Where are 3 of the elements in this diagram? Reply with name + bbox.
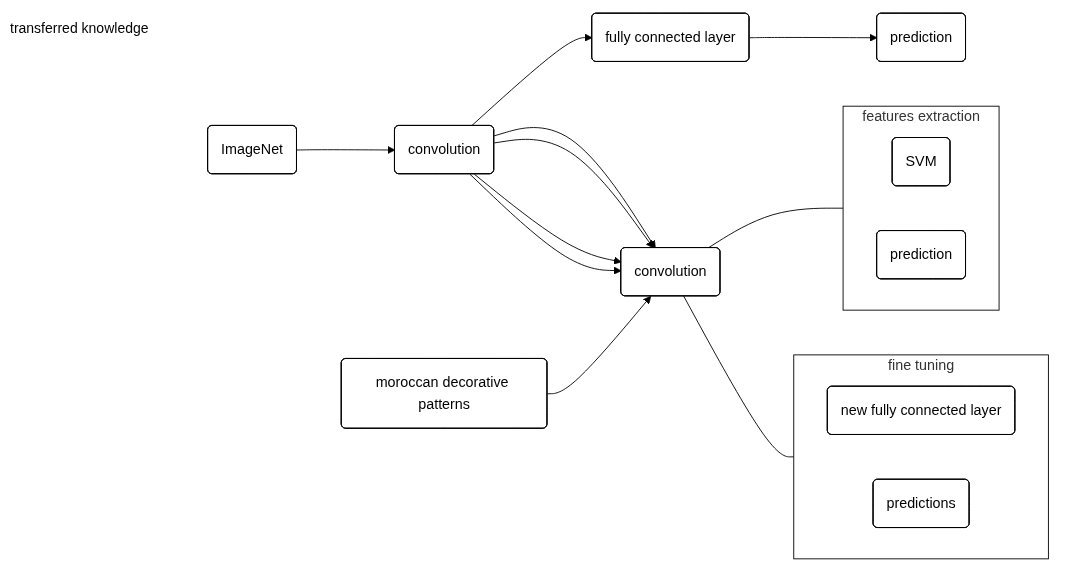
connector xyxy=(708,207,844,248)
note-text: transferred knowledge xyxy=(10,20,150,36)
connector xyxy=(683,295,795,458)
